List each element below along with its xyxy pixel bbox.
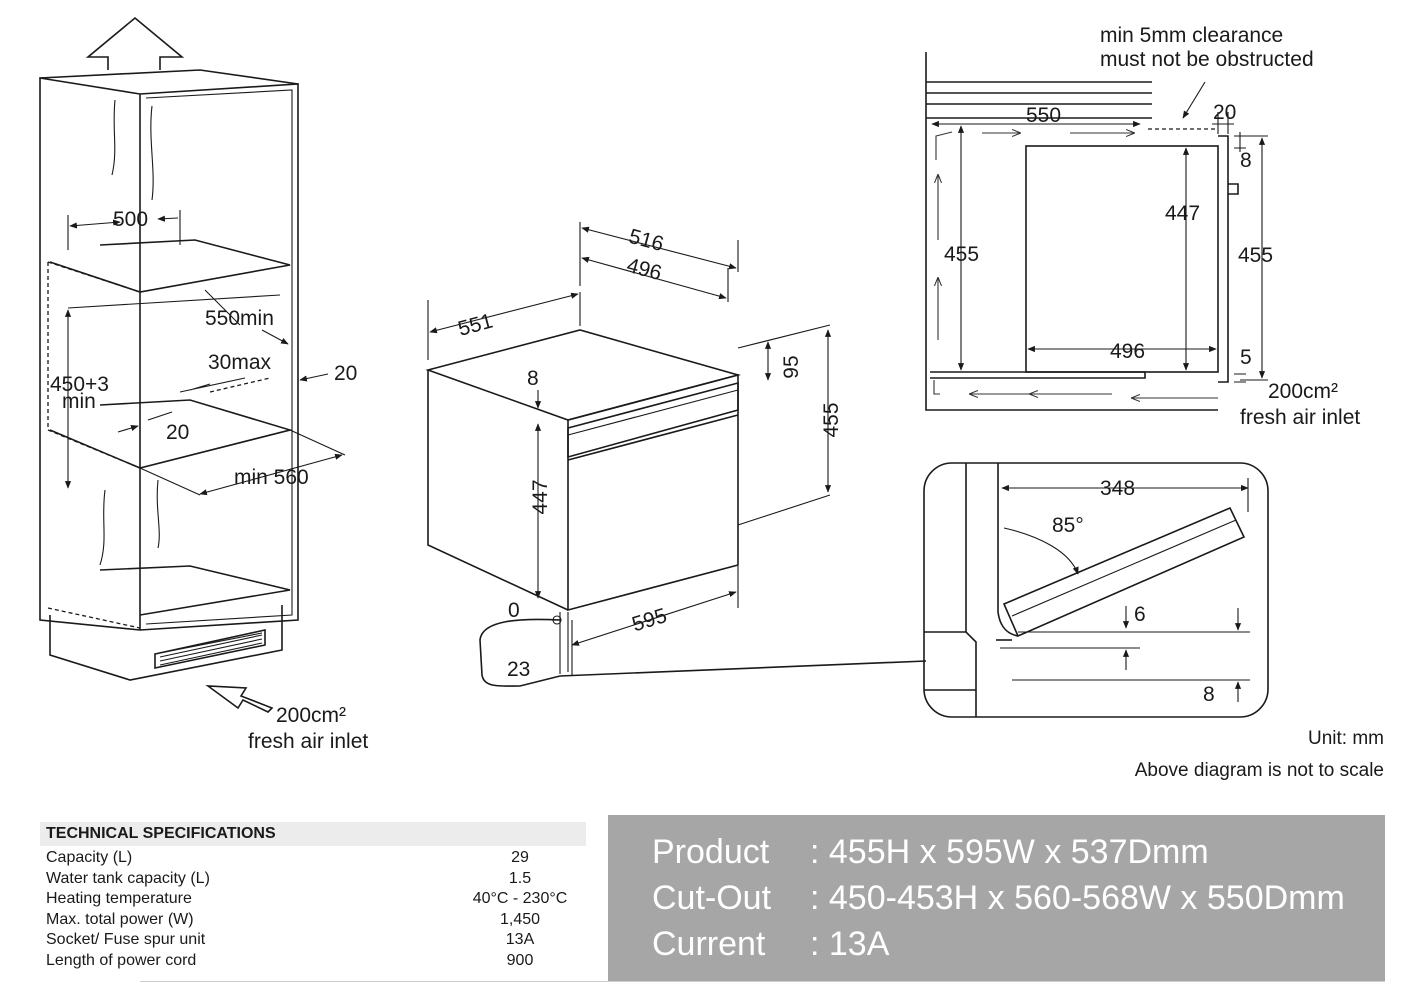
side-gap-5: 5 bbox=[1240, 346, 1252, 369]
cabinet-air-label: fresh air inlet bbox=[248, 730, 368, 753]
unit-note: Unit: mm bbox=[1308, 728, 1384, 749]
summary-product-value: : 455H x 595W x 537Dmm bbox=[810, 833, 1209, 871]
cabinet-height-450-3: 450+3 bbox=[50, 373, 109, 396]
cabinet-width-min-560: min 560 bbox=[234, 466, 309, 489]
cabinet-drawing: 500 550min 450+3 min 30max 20 20 min 560… bbox=[39, 16, 368, 753]
side-gap-8: 8 bbox=[1240, 149, 1252, 172]
side-height-455-right: 455 bbox=[1238, 244, 1273, 267]
oven-offset-8: 8 bbox=[527, 367, 539, 390]
oven-width-496: 496 bbox=[624, 254, 664, 285]
oven-width-516: 516 bbox=[626, 225, 666, 256]
specs-table: Capacity (L) 29 Water tank capacity (L) 1.… bbox=[40, 848, 586, 972]
oven-depth-551: 551 bbox=[456, 310, 496, 341]
spec-label: Capacity (L) bbox=[46, 849, 133, 866]
oven-offset-0: 0 bbox=[508, 599, 520, 622]
door-detail-drawing: 348 85° 6 8 bbox=[923, 462, 1269, 718]
door-length-348: 348 bbox=[1100, 477, 1135, 500]
scale-note: Above diagram is not to scale bbox=[1134, 760, 1384, 781]
spec-value: 13A bbox=[505, 931, 535, 949]
side-airflow-arrows bbox=[933, 128, 1218, 398]
oven-width-595: 595 bbox=[629, 604, 669, 636]
spec-value: 900 bbox=[506, 951, 534, 969]
product-summary-panel: Product : 455H x 595W x 537Dmm Cut-Out : 4… bbox=[608, 815, 1385, 981]
door-gap-6: 6 bbox=[1134, 603, 1146, 626]
specs-title: TECHNICAL SPECIFICATIONS bbox=[40, 822, 586, 846]
spec-label: Heating temperature bbox=[46, 890, 192, 908]
side-clearance-note-line2: must not be obstructed bbox=[1100, 48, 1314, 71]
spec-label: Max. total power (W) bbox=[46, 910, 194, 928]
cabinet-width-500: 500 bbox=[113, 208, 148, 231]
cabinet-air-area: 200cm² bbox=[276, 704, 346, 727]
fresh-air-arrow-icon bbox=[205, 685, 274, 713]
exhaust-arrow-icon bbox=[85, 16, 185, 70]
table-row: Capacity (L) 29 bbox=[40, 848, 586, 869]
summary-current-value: : 13A bbox=[810, 925, 890, 963]
door-angle-85: 85° bbox=[1052, 514, 1084, 537]
oven-drawing: 551 516 496 95 455 8 447 0 595 23 bbox=[425, 222, 927, 687]
oven-height-95: 95 bbox=[780, 355, 803, 378]
summary-current-label: Current bbox=[652, 925, 766, 963]
side-gap-20: 20 bbox=[1213, 101, 1236, 124]
spec-value: 1,450 bbox=[499, 910, 541, 928]
summary-cutout-label: Cut-Out bbox=[652, 879, 772, 917]
summary-product-row: Product : 455H x 595W x 537Dmm bbox=[652, 833, 1209, 872]
side-depth-550: 550 bbox=[1026, 104, 1061, 127]
spec-label: Water tank capacity (L) bbox=[46, 869, 210, 887]
technical-specifications: TECHNICAL SPECIFICATIONS Capacity (L) 29 … bbox=[40, 822, 586, 972]
table-row: Max. total power (W) 1,450 bbox=[40, 910, 586, 931]
side-air-label: fresh air inlet bbox=[1240, 406, 1360, 429]
table-row: Socket/ Fuse spur unit 13A bbox=[40, 930, 586, 951]
table-row: Water tank capacity (L) 1.5 bbox=[40, 869, 586, 890]
spec-label: Socket/ Fuse spur unit bbox=[46, 931, 206, 949]
plinth-vent-grille bbox=[159, 632, 263, 666]
spec-value: 1.5 bbox=[508, 869, 532, 887]
summary-product-label: Product bbox=[652, 833, 770, 871]
side-clearance-note-line1: min 5mm clearance bbox=[1100, 24, 1283, 47]
door-gap-8: 8 bbox=[1203, 683, 1215, 706]
cabinet-gap-20-left: 20 bbox=[166, 421, 189, 444]
summary-cutout-row: Cut-Out : 450-453H x 560-568W x 550Dmm bbox=[652, 879, 1345, 918]
side-section-drawing: min 5mm clearance must not be obstructed… bbox=[925, 24, 1360, 429]
bottom-divider bbox=[140, 981, 1385, 982]
cabinet-gap-20-right: 20 bbox=[334, 362, 357, 385]
side-height-447: 447 bbox=[1165, 202, 1200, 225]
cabinet-height-min: min bbox=[62, 390, 96, 413]
installation-diagram: 500 550min 450+3 min 30max 20 20 min 560… bbox=[39, 16, 1360, 753]
side-height-455-left: 455 bbox=[944, 243, 979, 266]
side-air-area: 200cm² bbox=[1268, 380, 1338, 403]
cabinet-depth-550min: 550min bbox=[205, 307, 274, 330]
table-row: Length of power cord 900 bbox=[40, 951, 586, 972]
summary-current-row: Current : 13A bbox=[652, 925, 889, 964]
spec-value: 29 bbox=[511, 849, 529, 866]
spec-label: Length of power cord bbox=[46, 951, 197, 969]
table-row: Heating temperature 40°C - 230°C bbox=[40, 889, 586, 910]
summary-cutout-value: : 450-453H x 560-568W x 550Dmm bbox=[810, 879, 1345, 917]
oven-offset-23: 23 bbox=[507, 658, 530, 681]
side-depth-496: 496 bbox=[1110, 340, 1145, 363]
cabinet-gap-30max: 30max bbox=[208, 351, 272, 374]
oven-height-447: 447 bbox=[529, 479, 552, 514]
spec-value: 40°C - 230°C bbox=[472, 890, 568, 908]
oven-height-455: 455 bbox=[820, 402, 843, 437]
